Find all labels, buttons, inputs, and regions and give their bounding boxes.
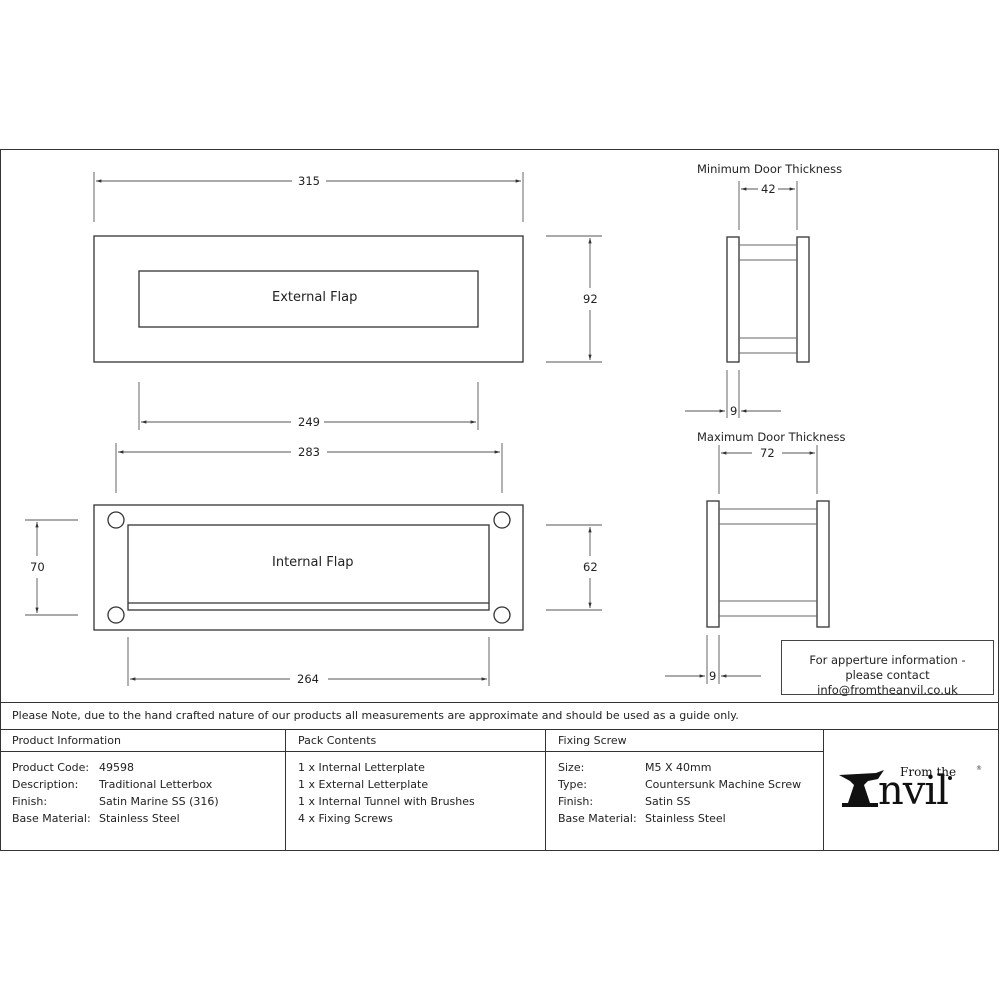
size-key: Size: <box>558 761 585 774</box>
aperture-info-box: For apperture information - please conta… <box>781 640 994 697</box>
max-door-title: Maximum Door Thickness <box>697 430 846 444</box>
max-door-section <box>706 500 830 628</box>
drawing-sheet-frame <box>0 149 999 851</box>
dim-min-plate: 9 <box>730 404 738 418</box>
screw-base-material-value: Stainless Steel <box>645 812 726 825</box>
min-door-section <box>726 236 810 363</box>
dim-hole-centres: 283 <box>298 445 320 459</box>
product-info-row: Product Code: 49598 <box>12 759 285 776</box>
type-value: Countersunk Machine Screw <box>645 778 802 791</box>
external-flap-label: External Flap <box>272 290 358 305</box>
pack-item: 4 x Fixing Screws <box>298 812 393 825</box>
dim-hole-height: 70 <box>30 560 45 574</box>
internal-flap-label: Internal Flap <box>272 555 354 570</box>
measurement-note: Please Note, due to the hand crafted nat… <box>0 702 999 730</box>
screw-info-row: Type: Countersunk Machine Screw <box>558 776 823 793</box>
finish-key: Finish: <box>12 795 48 808</box>
pack-item: 1 x Internal Tunnel with Brushes <box>298 795 475 808</box>
internal-letterplate-outline <box>93 504 524 631</box>
description-value: Traditional Letterbox <box>99 778 213 791</box>
dim-overall-width: 315 <box>298 174 320 188</box>
min-door-dimension-lines <box>685 181 798 418</box>
external-dimension-lines <box>93 172 602 430</box>
aperture-line-2: please contact info@fromtheanvil.co.uk <box>817 668 958 697</box>
internal-dimension-lines <box>25 443 602 686</box>
dim-max-plate: 9 <box>709 669 717 683</box>
logo-wordmark: nvil <box>878 768 949 814</box>
pack-contents-heading: Pack Contents <box>286 730 545 752</box>
pack-item: 1 x Internal Letterplate <box>298 761 425 774</box>
pack-contents-panel: Pack Contents 1 x Internal Letterplate 1… <box>286 730 546 851</box>
base-material-key: Base Material: <box>12 812 91 825</box>
product-code-value: 49598 <box>99 761 134 774</box>
finish-value: Satin Marine SS (316) <box>99 795 219 808</box>
type-key: Type: <box>558 778 587 791</box>
product-info-row: Finish: Satin Marine SS (316) <box>12 793 285 810</box>
product-information-heading: Product Information <box>0 730 285 752</box>
dim-external-flap-width: 249 <box>298 415 320 429</box>
dim-internal-flap-width: 264 <box>297 672 319 686</box>
aperture-line-1: For apperture information - <box>809 653 966 667</box>
product-info-row: Description: Traditional Letterbox <box>12 776 285 793</box>
screw-finish-value: Satin SS <box>645 795 691 808</box>
from-the-anvil-logo: From the nvil ® <box>838 763 983 813</box>
external-letterplate-outline <box>93 235 524 363</box>
dim-max-thickness: 72 <box>760 446 775 460</box>
product-information-panel: Product Information Product Code: 49598 … <box>0 730 286 851</box>
product-code-key: Product Code: <box>12 761 90 774</box>
screw-base-material-key: Base Material: <box>558 812 637 825</box>
dim-min-thickness: 42 <box>761 182 776 196</box>
screw-info-row: Base Material: Stainless Steel <box>558 810 823 827</box>
fixing-screw-panel: Fixing Screw Size: M5 X 40mm Type: Count… <box>546 730 824 851</box>
base-material-value: Stainless Steel <box>99 812 180 825</box>
anvil-icon <box>839 770 952 807</box>
max-door-dimension-lines <box>665 445 818 684</box>
screw-info-row: Size: M5 X 40mm <box>558 759 823 776</box>
product-info-row: Base Material: Stainless Steel <box>12 810 285 827</box>
fixing-screw-heading: Fixing Screw <box>546 730 823 752</box>
screw-info-row: Finish: Satin SS <box>558 793 823 810</box>
logo-from-the: From the <box>900 765 957 779</box>
min-door-title: Minimum Door Thickness <box>697 162 843 176</box>
dim-internal-flap-height: 62 <box>583 560 598 574</box>
dim-external-height: 92 <box>583 292 598 306</box>
screw-finish-key: Finish: <box>558 795 594 808</box>
pack-item: 1 x External Letterplate <box>298 778 429 791</box>
logo-registered-mark: ® <box>976 765 982 772</box>
description-key: Description: <box>12 778 79 791</box>
size-value: M5 X 40mm <box>645 761 712 774</box>
